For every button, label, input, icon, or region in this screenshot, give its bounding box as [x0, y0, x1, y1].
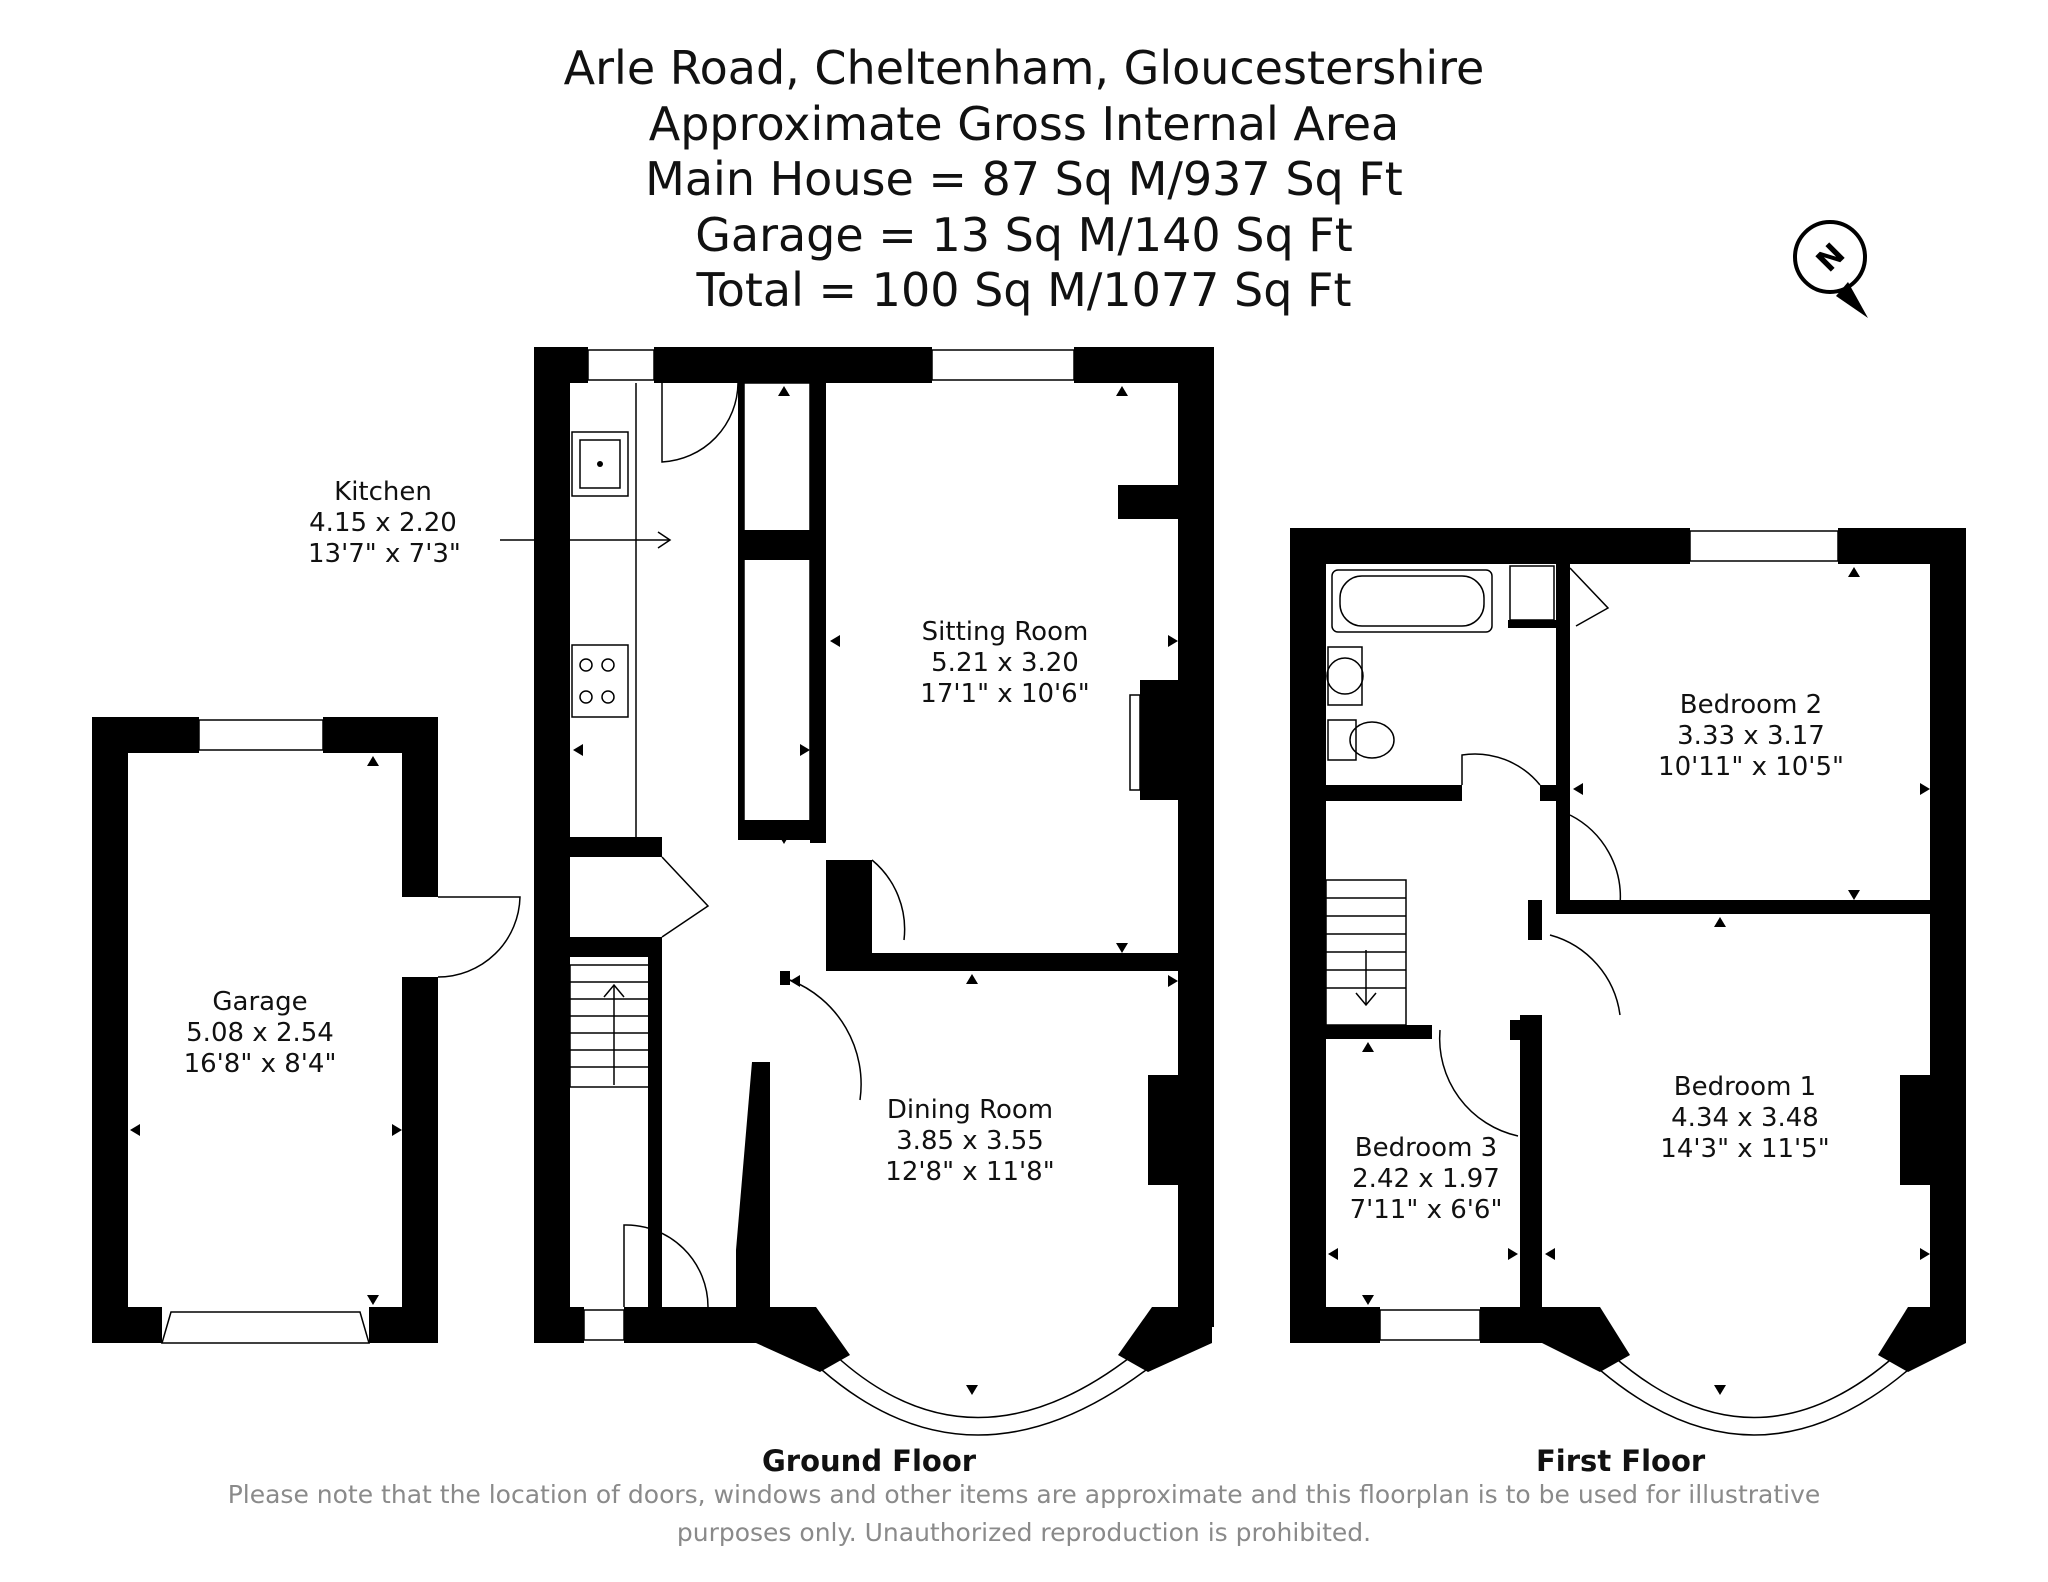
- sitting-room-name: Sitting Room: [921, 617, 1089, 647]
- room-label-garage: Garage 5.08 x 2.54 16'8" x 8'4": [160, 987, 360, 1080]
- bedroom-2-metric: 3.33 x 3.17: [1677, 721, 1825, 751]
- kitchen-metric: 4.15 x 2.20: [309, 508, 457, 538]
- area-title: Approximate Gross Internal Area: [648, 97, 1400, 151]
- room-label-bedroom-1: Bedroom 1 4.34 x 3.48 14'3" x 11'5": [1630, 1072, 1860, 1165]
- address-title: Arle Road, Cheltenham, Gloucestershire: [563, 41, 1485, 95]
- room-label-bedroom-2: Bedroom 2 3.33 x 3.17 10'11" x 10'5": [1636, 690, 1866, 783]
- garage-walls: [92, 717, 521, 1344]
- disclaimer-line-1: Please note that the location of doors, …: [227, 1480, 1821, 1509]
- room-label-bedroom-3: Bedroom 3 2.42 x 1.97 7'11" x 6'6": [1326, 1133, 1526, 1226]
- garage-name: Garage: [212, 987, 308, 1017]
- bedroom-2-imperial: 10'11" x 10'5": [1658, 752, 1844, 782]
- garage-imperial: 16'8" x 8'4": [183, 1049, 337, 1079]
- floor-title-first: First Floor: [1536, 1444, 1706, 1478]
- bedroom-2-name: Bedroom 2: [1679, 690, 1823, 720]
- room-label-sitting-room: Sitting Room 5.21 x 3.20 17'1" x 10'6": [880, 617, 1130, 710]
- garage-area: Garage = 13 Sq M/140 Sq Ft: [695, 208, 1353, 262]
- dining-room-imperial: 12'8" x 11'8": [885, 1157, 1055, 1187]
- main-house-area: Main House = 87 Sq M/937 Sq Ft: [645, 152, 1403, 206]
- bedroom-3-name: Bedroom 3: [1354, 1133, 1498, 1163]
- first-floor-walls: [1290, 528, 1966, 1436]
- bedroom-1-imperial: 14'3" x 11'5": [1660, 1134, 1830, 1164]
- sitting-room-metric: 5.21 x 3.20: [931, 648, 1079, 678]
- dining-room-metric: 3.85 x 3.55: [896, 1126, 1044, 1156]
- ground-floor-walls: [500, 347, 1214, 1436]
- sitting-room-imperial: 17'1" x 10'6": [920, 679, 1090, 709]
- kitchen-imperial: 13'7" x 7'3": [308, 539, 461, 569]
- dimension-markers: [130, 386, 1930, 1395]
- room-label-dining-room: Dining Room 3.85 x 3.55 12'8" x 11'8": [845, 1095, 1095, 1188]
- bedroom-1-name: Bedroom 1: [1673, 1072, 1817, 1102]
- bedroom-3-imperial: 7'11" x 6'6": [1349, 1195, 1503, 1225]
- garage-metric: 5.08 x 2.54: [186, 1018, 334, 1048]
- room-label-kitchen: Kitchen 4.15 x 2.20 13'7" x 7'3": [308, 477, 461, 570]
- bedroom-1-metric: 4.34 x 3.48: [1671, 1103, 1819, 1133]
- north-arrow-icon: N: [1793, 220, 1868, 318]
- disclaimer-line-2: purposes only. Unauthorized reproduction…: [676, 1518, 1372, 1547]
- total-area: Total = 100 Sq M/1077 Sq Ft: [696, 263, 1352, 317]
- dining-room-name: Dining Room: [886, 1095, 1054, 1125]
- kitchen-name: Kitchen: [334, 477, 432, 507]
- floor-title-ground: Ground Floor: [762, 1444, 977, 1478]
- bedroom-3-metric: 2.42 x 1.97: [1352, 1164, 1500, 1194]
